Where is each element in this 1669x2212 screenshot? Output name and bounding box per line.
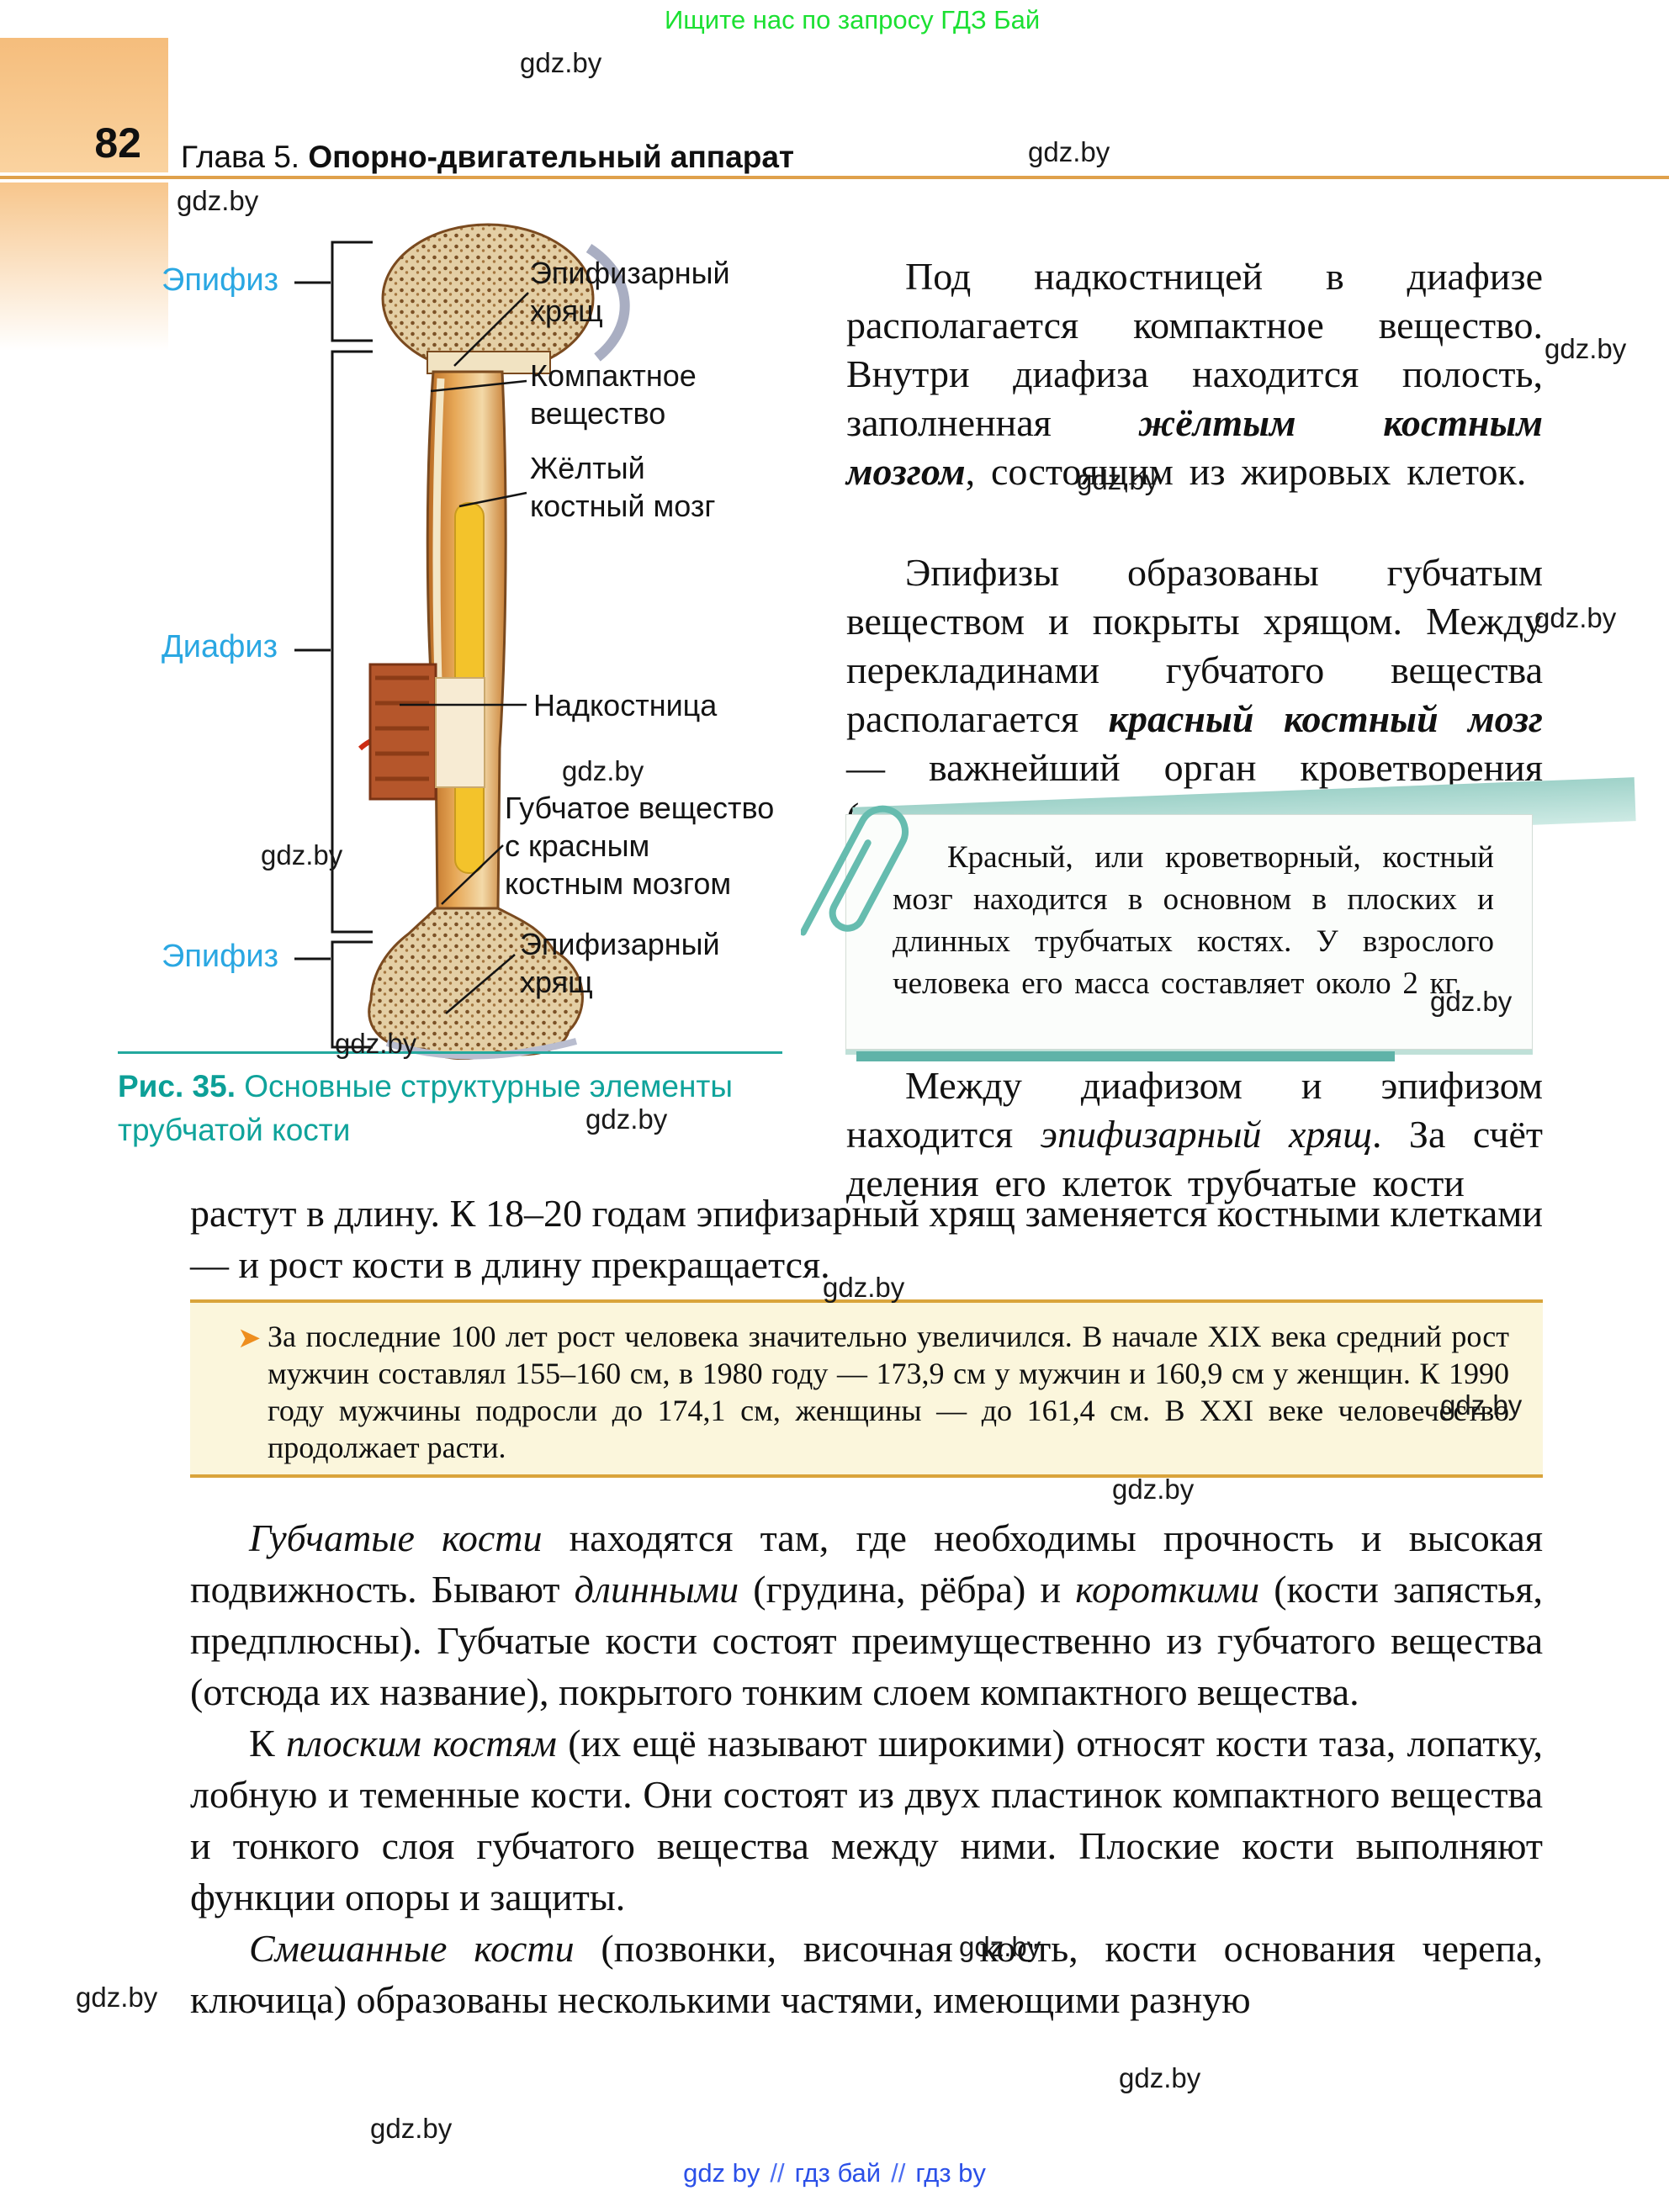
label-yellow-marrow: Жёлтый костный мозг	[530, 451, 716, 523]
text-segment: (позвонки, височная кость, кости основан…	[190, 1927, 1543, 2021]
gdz-watermark: gdz.by	[1119, 2062, 1201, 2093]
footer-separator: //	[891, 2158, 906, 2188]
text-segment: короткими	[1075, 1568, 1260, 1611]
text-segment: (их ещё называют широкими) относят кости…	[190, 1722, 1543, 1918]
footer-link-3[interactable]: гдз by	[915, 2158, 986, 2188]
paperclip-icon	[801, 805, 909, 936]
text-segment: (кости запястья, предплюсны). Губчатые к…	[190, 1568, 1543, 1713]
gdz-watermark: gdz.by	[1534, 602, 1617, 633]
diaphysis-shaft-shape	[358, 370, 507, 910]
gdz-watermark: gdz.by	[959, 1931, 1041, 1962]
text-segment: эпифизарный хрящ	[1040, 1113, 1372, 1156]
figure-caption-number: Рис. 35.	[118, 1069, 236, 1103]
figure-caption: Рис. 35. Основные структурные элементы т…	[118, 1065, 808, 1152]
gdz-watermark: gdz.by	[370, 2113, 453, 2144]
text-segment: плоским костям	[286, 1722, 557, 1765]
gdz-watermark: gdz.by	[261, 839, 343, 871]
figure-caption-text: Основные структурные элементы трубчатой …	[118, 1069, 733, 1147]
figure-caption-rule	[118, 1051, 782, 1054]
note-box-shadow	[856, 1051, 1395, 1061]
gdz-watermark: gdz.by	[1028, 136, 1110, 167]
page-number: 82	[94, 119, 141, 167]
text-segment: красный костный мозг	[1108, 697, 1543, 740]
text-segment: Губчатые кости	[249, 1516, 543, 1559]
text-segment: жёлтым костным мозгом	[846, 401, 1543, 493]
paragraph-periosteum: Под надкостницей в диафизе располагается…	[846, 252, 1543, 496]
promo-text: Ищите нас по запросу ГДЗ Бай	[665, 5, 1041, 34]
footer-link-2[interactable]: гдз бай	[794, 2158, 882, 2188]
text-segment: (грудина, рёбра) и	[739, 1568, 1076, 1611]
label-periosteum: Надкостница	[533, 688, 718, 722]
text-segment: , состоящим из жировых клеток.	[965, 450, 1527, 493]
text-segment: Эпифизы образованы губчатым веществом и …	[846, 551, 1543, 740]
gdz-watermark: gdz.by	[585, 1103, 668, 1135]
gdz-watermark: gdz.by	[562, 755, 644, 786]
gdz-watermark: gdz.by	[1430, 986, 1513, 1017]
gdz-watermark: gdz.by	[1440, 1389, 1523, 1421]
gdz-watermark: gdz.by	[1077, 464, 1159, 495]
note-box-text: Красный, или кроветворный, костный мозг …	[893, 840, 1494, 1001]
paragraph-spongy-bones: Губчатые кости находятся там, где необхо…	[190, 1512, 1543, 1717]
figure-leader-lines	[400, 292, 529, 1014]
gdz-watermark: gdz.by	[823, 1272, 905, 1303]
gdz-watermark: gdz.by	[335, 1028, 417, 1059]
chapter-title: Опорно-двигательный аппарат	[308, 140, 795, 174]
text-segment: Между диафизом и эпифизом находится	[846, 1064, 1543, 1156]
label-spongy-substance: Губчатое вещество с красным костным мозг…	[505, 791, 775, 901]
paragraph-flat-bones: К плоским костям (их ещё называют широки…	[190, 1717, 1543, 1923]
gdz-watermark: gdz.by	[1544, 333, 1627, 364]
label-epiphysis-top: Эпифиз	[162, 262, 279, 298]
label-epiphysis-bottom: Эпифиз	[162, 939, 279, 974]
lower-text-block: Губчатые кости находятся там, где необхо…	[190, 1512, 1543, 2025]
header-rule	[0, 176, 1669, 179]
gdz-watermark: gdz.by	[76, 1982, 158, 2013]
paragraph-mixed-bones: Смешанные кости (позвонки, височная кост…	[190, 1923, 1543, 2025]
fact-box-text: За последние 100 лет рост человека значи…	[268, 1320, 1509, 1464]
footer-link-1[interactable]: gdz by	[683, 2158, 760, 2188]
footer-separator: //	[770, 2158, 785, 2188]
text-segment: К	[249, 1722, 286, 1765]
text-segment: . За счёт деления его клеток трубчатые к…	[846, 1113, 1543, 1204]
footer-links: gdz by // гдз бай // гдз by	[0, 2158, 1669, 2188]
fact-box: ➤ За последние 100 лет рост человека зна…	[190, 1299, 1543, 1478]
bottom-epiphysis-shape	[368, 907, 584, 1060]
label-epiphyseal-cartilage-top: Эпифизарный хрящ	[530, 256, 730, 328]
note-box-card: Красный, или кроветворный, костный мозг …	[845, 814, 1533, 1050]
text-segment: длинными	[574, 1568, 739, 1611]
chapter-heading: Глава 5. Опорно-двигательный аппарат	[181, 140, 794, 175]
label-diaphysis: Диафиз	[162, 629, 278, 664]
paragraph-epiphyseal-cartilage: Между диафизом и эпифизом находится эпиф…	[846, 1061, 1543, 1208]
figure-brackets	[294, 241, 373, 1049]
chapter-prefix: Глава 5.	[181, 140, 309, 174]
margin-gradient-strip	[0, 183, 168, 351]
label-epiphyseal-cartilage-bottom: Эпифизарный хрящ	[520, 927, 720, 999]
paragraph-growth-continuation: растут в длину. К 18–20 годам эпифизарны…	[190, 1192, 1543, 1286]
label-compact-substance: Компактное вещество	[530, 358, 697, 431]
gdz-watermark: gdz.by	[177, 185, 259, 216]
text-segment: находятся там, где необходимы прочность …	[190, 1516, 1543, 1611]
text-segment: Под надкостницей в диафизе располагается…	[846, 255, 1543, 444]
page-number-box: 82	[0, 38, 168, 172]
gdz-watermark: gdz.by	[1112, 1474, 1195, 1505]
periosteum-flap-shape	[368, 663, 485, 801]
text-segment: Смешанные кости	[249, 1927, 575, 1970]
bone-illustration	[294, 223, 630, 1060]
arrow-bullet-icon: ➤	[237, 1321, 262, 1355]
gdz-watermark: gdz.by	[520, 47, 602, 78]
note-box: Красный, или кроветворный, костный мозг …	[801, 777, 1636, 1061]
